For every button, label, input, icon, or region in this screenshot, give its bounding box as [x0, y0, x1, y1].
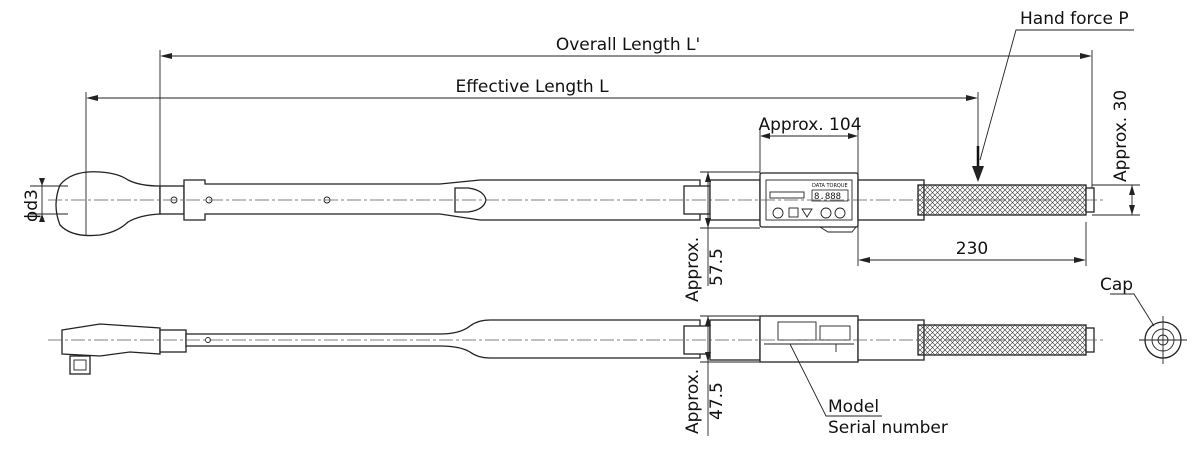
h30-arrow-bottom — [1129, 205, 1135, 215]
main-tube-side — [185, 319, 701, 359]
w230-arrow-right — [1074, 257, 1086, 263]
w104-arrow-left — [760, 133, 770, 139]
h57-arrow-top — [705, 172, 711, 182]
w104-arrow-right — [848, 133, 858, 139]
effective-length-label: Effective Length L — [455, 77, 609, 97]
h47-arrow-top — [705, 316, 711, 326]
approx-47-5-line2: 47.5 — [707, 382, 727, 420]
phi-d3-label: ϕd3 — [22, 189, 42, 222]
display-clip — [819, 226, 857, 233]
hand-force-label: Hand force P — [1020, 9, 1129, 29]
set-button-icon[interactable] — [820, 207, 832, 219]
display-label-strip — [769, 191, 805, 199]
square-drive-inner — [73, 359, 87, 371]
display-housing-side — [759, 315, 859, 363]
top-view: 8.888 DATA TORQUE — [48, 171, 1104, 237]
grip-collar — [857, 179, 925, 221]
dimensions: Overall Length L' Effective Length L Han… — [22, 9, 1140, 438]
model-label: Model — [828, 397, 879, 417]
lcd-digits: 8.888 — [814, 192, 841, 202]
head-neck-side — [159, 329, 187, 353]
approx-104-label: Approx. 104 — [758, 115, 861, 135]
cap-end-view: Cap — [1100, 275, 1187, 364]
lcd-screen — [811, 189, 849, 202]
effective-arrow-left — [86, 95, 98, 101]
clear-button-icon[interactable] — [834, 207, 846, 219]
approx-57-5-line1: Approx. — [683, 237, 703, 302]
display-title: DATA TORQUE — [812, 183, 848, 189]
overall-length-label: Overall Length L' — [556, 35, 700, 55]
w230-arrow-left — [858, 257, 870, 263]
approx-30-label: Approx. 30 — [1111, 90, 1131, 182]
mode-button-icon[interactable] — [788, 207, 799, 218]
d3-arrow-top — [39, 178, 45, 186]
overall-arrow-right — [1080, 53, 1092, 59]
side-view — [48, 315, 1104, 375]
cap-label: Cap — [1100, 275, 1133, 295]
h47-arrow-bottom — [705, 352, 711, 362]
d3-arrow-bottom — [39, 214, 45, 222]
down-button-icon[interactable] — [801, 208, 813, 218]
dim-230-label: 230 — [956, 239, 988, 259]
h57-arrow-bottom — [705, 218, 711, 228]
ratchet-head-top — [55, 171, 161, 237]
approx-47-5-line1: Approx. — [683, 369, 703, 434]
cap-leader — [1110, 293, 1155, 327]
h30-arrow-top — [1129, 185, 1135, 195]
model-leader — [789, 343, 882, 417]
hand-force-arrow — [972, 166, 984, 182]
approx-57-5-line2: 57.5 — [707, 248, 727, 286]
grip-collar-side — [857, 319, 925, 361]
hand-force-leader — [979, 29, 1134, 161]
power-button-icon[interactable] — [772, 207, 784, 219]
effective-arrow-right — [966, 95, 978, 101]
overall-arrow-left — [160, 53, 172, 59]
square-drive — [69, 355, 91, 375]
serial-number-label: Serial number — [828, 418, 948, 438]
